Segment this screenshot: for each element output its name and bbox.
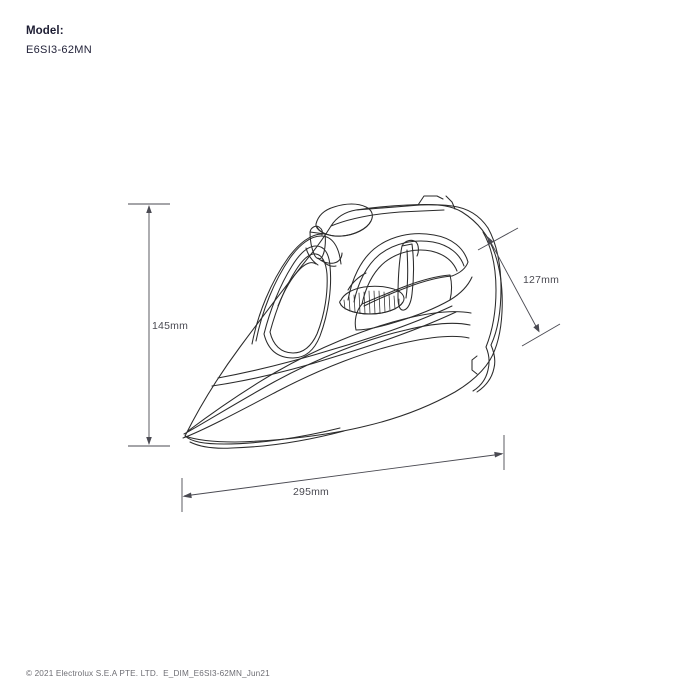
handle-rear-attach-2 bbox=[449, 276, 473, 301]
iron-heel-inner-2 bbox=[482, 231, 497, 348]
footer-copyright: © 2021 Electrolux S.E.A PTE. LTD. E_DIM_… bbox=[26, 669, 270, 678]
height-dimension-label: 145mm bbox=[152, 320, 188, 332]
dimension-height bbox=[128, 203, 170, 447]
spray-button-wing-2 bbox=[321, 259, 337, 267]
steam-trigger-bar-cap bbox=[401, 239, 419, 257]
depth-tick-bottom bbox=[521, 323, 561, 347]
water-tank-window-highlight bbox=[277, 262, 317, 307]
soleplate-upper-edge bbox=[187, 311, 472, 432]
model-number: E6SI3-62MN bbox=[26, 43, 92, 56]
iron-handle-outer bbox=[347, 233, 469, 301]
water-tank-window bbox=[263, 245, 332, 359]
iron-heel-base-step-2 bbox=[472, 346, 490, 392]
iron-left-panel-seam-2 bbox=[251, 233, 323, 345]
depth-arrow-bottom bbox=[533, 323, 540, 333]
front-bracket bbox=[305, 247, 319, 266]
cord-exit-notch bbox=[417, 195, 438, 206]
soleplate-lower-edge bbox=[182, 335, 470, 439]
water-tank-window-inner bbox=[269, 253, 328, 354]
dial-mount-bracket bbox=[347, 272, 367, 291]
length-dimension-label: 295mm bbox=[293, 486, 329, 498]
depth-tick-top bbox=[477, 227, 519, 251]
depth-dimension-label: 127mm bbox=[523, 274, 559, 286]
iron-handle-underside bbox=[363, 275, 453, 307]
cord-exit-notch-2 bbox=[445, 195, 456, 210]
depth-dim-line bbox=[488, 238, 539, 331]
handle-rear-attach bbox=[451, 261, 469, 277]
height-arrow-top bbox=[146, 205, 152, 213]
model-label: Model: bbox=[26, 25, 64, 37]
steam-trigger-bar-inner bbox=[405, 249, 409, 299]
length-arrow-right bbox=[494, 451, 504, 458]
iron-body-lower-contour bbox=[217, 305, 453, 379]
soleplate-tip-curl-2 bbox=[189, 430, 345, 449]
length-dim-line bbox=[183, 453, 503, 497]
iron-body-lower-contour-2 bbox=[211, 311, 457, 387]
steam-trigger-bar bbox=[397, 243, 415, 311]
iron-heel-notch bbox=[471, 355, 478, 375]
iron-heel-base-step bbox=[476, 344, 496, 393]
dimension-length bbox=[181, 435, 505, 512]
soleplate-mid-edge bbox=[183, 322, 471, 435]
iron-illustration bbox=[182, 195, 503, 449]
iron-top-seam bbox=[355, 204, 489, 229]
dimension-depth bbox=[477, 227, 561, 347]
spray-button-wing bbox=[317, 252, 343, 264]
header: Model: E6SI3-62MN bbox=[26, 25, 92, 56]
depth-arrow-top bbox=[487, 236, 494, 246]
water-fill-cap-rim bbox=[316, 220, 372, 237]
spray-button-stem-top bbox=[309, 225, 323, 236]
iron-top-shoulder-line bbox=[330, 209, 445, 227]
length-arrow-left bbox=[182, 492, 192, 499]
soleplate-tip-curl bbox=[184, 427, 341, 445]
iron-heel-inner bbox=[487, 227, 502, 346]
height-arrow-bottom bbox=[146, 437, 152, 445]
cord-exit-notch-3 bbox=[436, 195, 444, 200]
iron-left-panel-seam bbox=[255, 235, 342, 342]
temperature-dial-ribs bbox=[343, 290, 400, 315]
iron-handle-outer-2 bbox=[353, 240, 465, 303]
